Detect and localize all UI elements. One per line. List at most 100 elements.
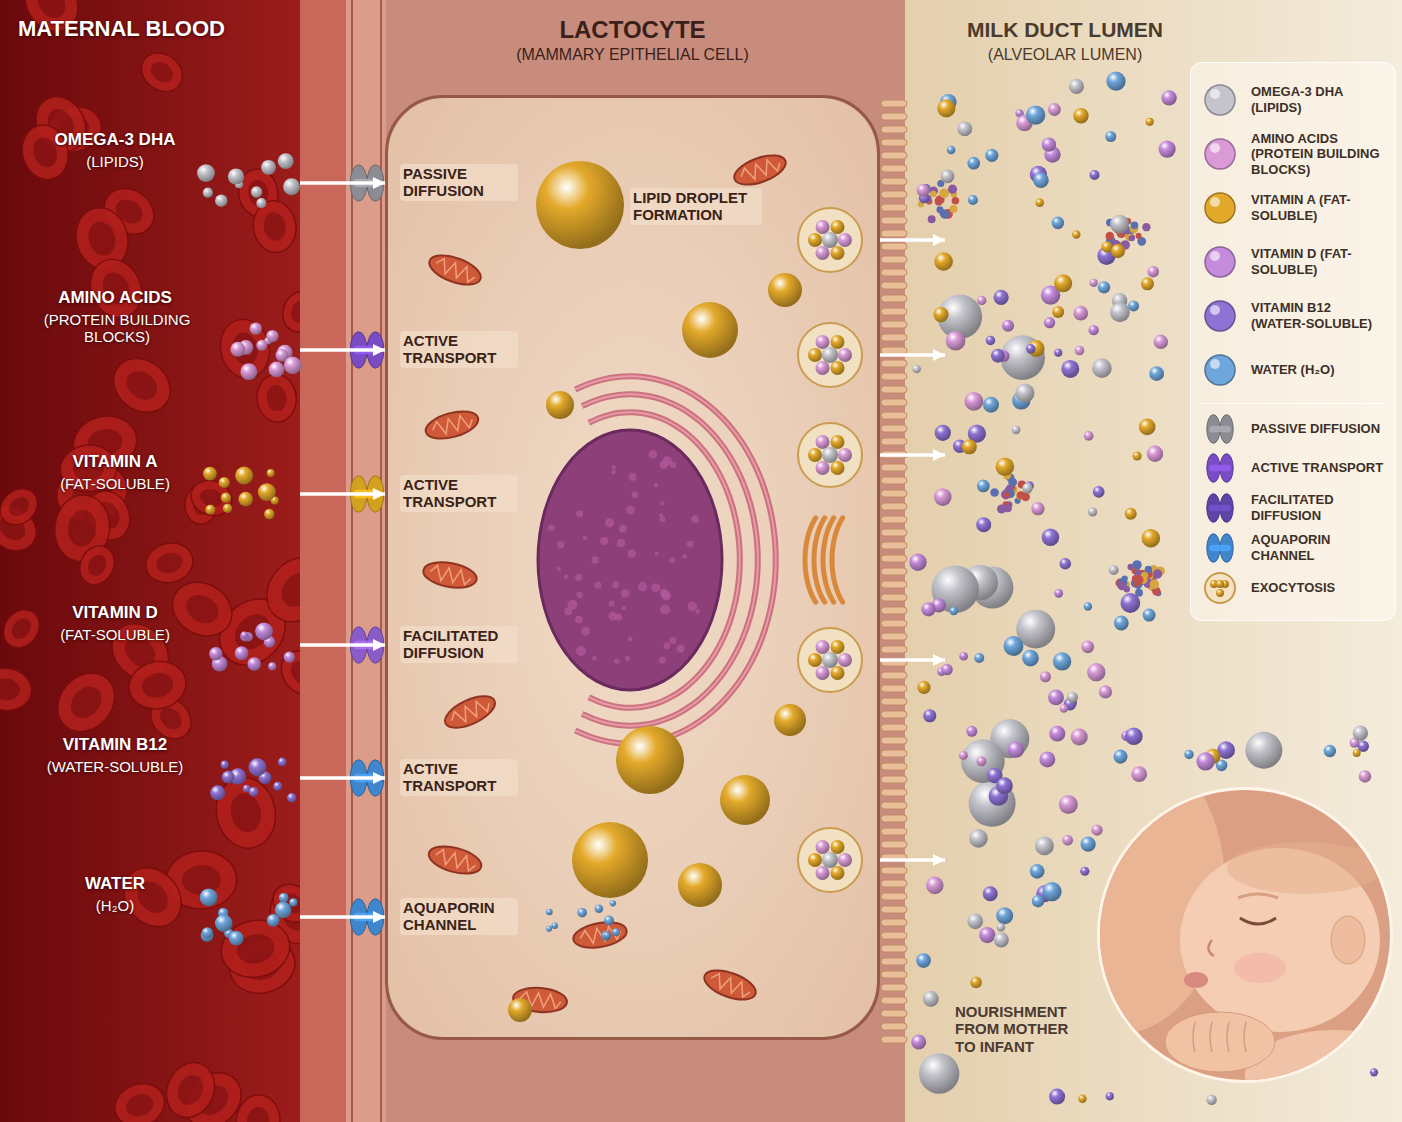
microvillus xyxy=(881,1023,907,1030)
microvillus xyxy=(881,789,907,796)
legend-row: WATER (H₂O) xyxy=(1201,343,1387,397)
nutrient-sphere xyxy=(917,184,930,197)
nutrient-sphere xyxy=(909,554,926,571)
molecule-sphere xyxy=(223,504,232,513)
nutrient-sphere xyxy=(1059,795,1078,814)
nutrient-sphere xyxy=(1022,650,1039,667)
region-heading: MILK DUCT LUMEN xyxy=(945,18,1185,42)
chromatin-dot xyxy=(628,549,636,557)
molecule-sphere xyxy=(279,893,289,903)
nutrient-sphere xyxy=(1098,281,1110,293)
nutrient-sphere xyxy=(1053,652,1071,670)
protein-bead xyxy=(928,215,936,223)
microvillus xyxy=(881,672,907,679)
microvillus xyxy=(881,503,907,510)
molecule-sphere xyxy=(241,632,248,639)
transport-label: ACTIVE TRANSPORT xyxy=(400,759,518,796)
chromatin-dot xyxy=(670,637,677,644)
cell-rim xyxy=(141,538,197,588)
nutrient-sphere xyxy=(985,149,998,162)
molecule-sphere xyxy=(258,483,276,501)
nutrient-class: (H₂O) xyxy=(15,897,215,914)
nutrient-sphere xyxy=(1015,383,1034,402)
molecule-sphere xyxy=(249,787,259,797)
nutrient-name: VITAMIN D xyxy=(15,603,215,623)
protein-bead xyxy=(990,488,999,497)
vesicle-content xyxy=(808,653,822,667)
protein-bead xyxy=(935,197,943,205)
chromatin-dot xyxy=(654,483,658,487)
legend-swatch xyxy=(1201,81,1239,119)
transport-label: AQUAPORIN CHANNEL xyxy=(400,898,518,935)
lumen-ground xyxy=(905,0,1402,1122)
molecule-sphere xyxy=(255,622,273,640)
cell-rim xyxy=(163,572,242,646)
nutrient-sphere xyxy=(968,195,978,205)
nutrient-sphere xyxy=(1142,529,1161,548)
nutrient-sphere xyxy=(1084,602,1092,610)
vessel-wall xyxy=(300,0,348,1122)
chromatin-dot xyxy=(659,657,666,664)
nutrient-sphere xyxy=(1105,131,1116,142)
vesicle-content xyxy=(808,853,822,867)
mitochondrion-body xyxy=(426,841,484,878)
protein-bead xyxy=(1153,569,1162,578)
chromatin-dot xyxy=(614,658,619,663)
microvillus xyxy=(881,490,907,497)
cell-rim xyxy=(109,1077,171,1122)
hand xyxy=(1165,1012,1275,1072)
molecule-sphere xyxy=(240,363,257,380)
chromatin-dot xyxy=(575,574,582,581)
secretory-vesicle xyxy=(798,828,862,892)
mitochondrion-cristae xyxy=(449,697,492,727)
transport-protein xyxy=(1207,454,1233,483)
nutrient-sphere xyxy=(1113,750,1127,764)
legend-row: FACILITATED DIFFUSION xyxy=(1201,488,1387,528)
chromatin-dot xyxy=(688,602,697,611)
tissue-ground xyxy=(345,0,905,1122)
protein-band xyxy=(1209,545,1231,552)
microvillus xyxy=(881,815,907,822)
legend-text: OMEGA-3 DHA (LIPIDS) xyxy=(1251,84,1387,115)
nutrient-sphere xyxy=(1088,325,1098,335)
red-blood-cell xyxy=(141,538,197,588)
swatch-sphere xyxy=(1205,355,1235,385)
nutrient-sphere xyxy=(1042,882,1061,901)
transport-protein xyxy=(1207,494,1233,523)
uptake-arrow xyxy=(300,776,385,780)
vesicle-content xyxy=(831,361,845,375)
chromatin-dot xyxy=(619,525,627,533)
chromatin-dot xyxy=(622,606,626,610)
nutrient-sphere xyxy=(1030,864,1045,879)
protein-cluster xyxy=(990,472,1030,514)
cell-rim xyxy=(210,772,282,854)
red-blood-cell xyxy=(134,45,190,99)
protein-bead xyxy=(952,197,960,205)
chromatin-dot xyxy=(676,644,684,652)
microvillus xyxy=(881,958,907,965)
nutrient-sphere xyxy=(977,296,986,305)
microvillus xyxy=(881,620,907,627)
legend-swatch xyxy=(1201,189,1239,227)
red-blood-cell xyxy=(46,662,127,744)
red-blood-cell xyxy=(255,372,299,424)
organelles xyxy=(421,149,862,1022)
nutrient-sphere xyxy=(1111,244,1125,258)
red-blood-cell xyxy=(0,603,47,655)
chromatin-dot xyxy=(629,473,637,481)
molecule-sphere xyxy=(228,168,244,184)
nutrient-sphere xyxy=(1039,751,1055,767)
water-dot xyxy=(604,932,611,939)
nutrient-sphere xyxy=(1067,692,1078,703)
molecule-sphere xyxy=(240,632,250,642)
nutrient-sphere xyxy=(1106,72,1125,91)
nutrient-sphere xyxy=(1125,727,1143,745)
lipid-droplet xyxy=(682,302,738,358)
chromatin-dot xyxy=(568,600,578,610)
lips xyxy=(1184,972,1208,988)
nutrient-sphere xyxy=(977,480,990,493)
cell-dimple xyxy=(140,670,176,700)
incoming-molecules xyxy=(197,153,301,945)
mitochondrion xyxy=(426,249,485,290)
cell-dimple xyxy=(173,1071,207,1109)
